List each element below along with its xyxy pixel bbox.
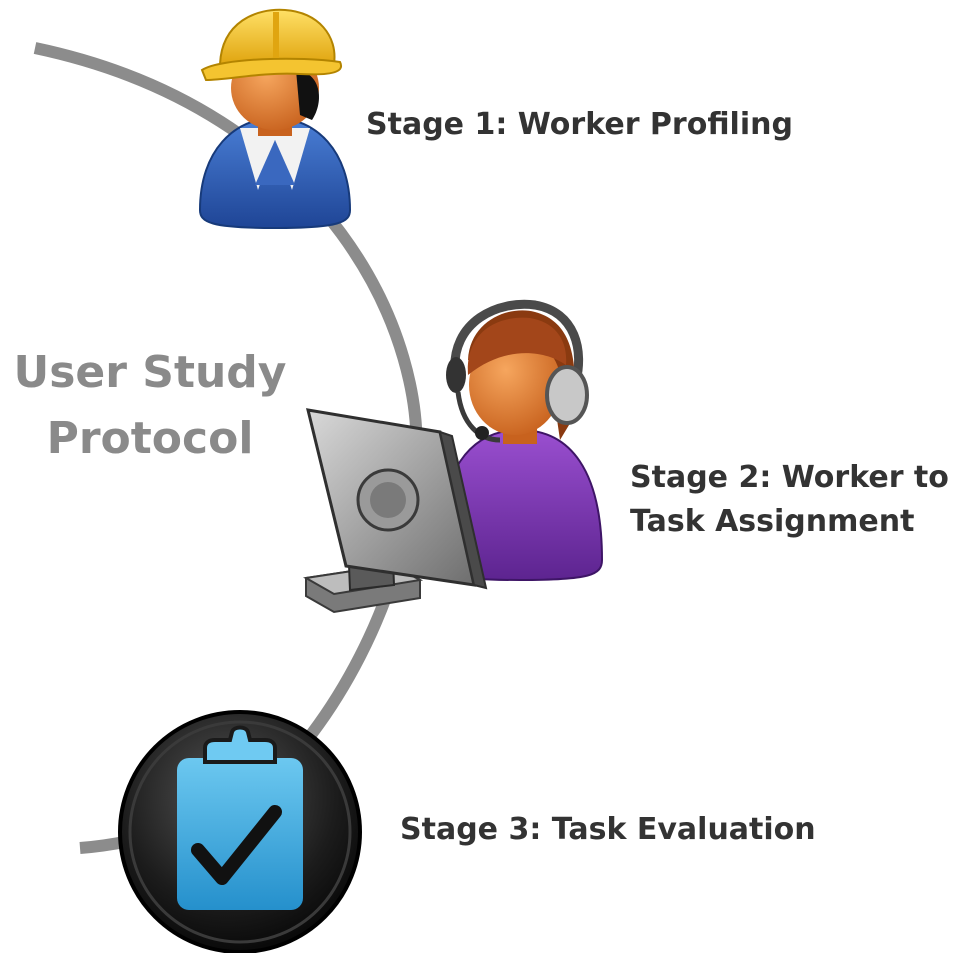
stage-2-label: Stage 2: Worker to Task Assignment: [630, 456, 949, 544]
construction-worker-icon: [198, 8, 352, 230]
clipboard-check-icon: [118, 710, 362, 954]
title-line-2: Protocol: [46, 413, 254, 464]
diagram-title: User Study Protocol: [0, 340, 300, 472]
stage-2-label-line-2: Task Assignment: [630, 504, 915, 539]
stage-2-label-line-1: Stage 2: Worker to: [630, 460, 949, 495]
title-line-1: User Study: [13, 347, 287, 398]
call-center-operator-icon: [436, 299, 604, 582]
stage-3-label: Stage 3: Task Evaluation: [400, 812, 816, 847]
stage-1-label: Stage 1: Worker Profiling: [366, 107, 793, 142]
computer-monitor-icon: [303, 408, 488, 614]
